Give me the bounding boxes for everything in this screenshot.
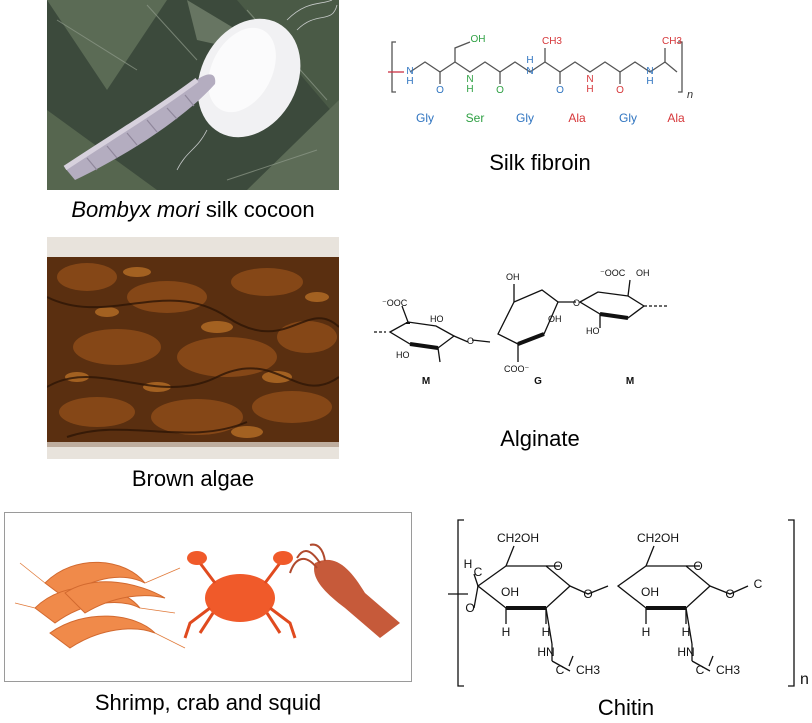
unit-label: G — [534, 376, 542, 387]
coo: OOC — [387, 298, 408, 308]
atom-h: H — [646, 76, 653, 87]
shrimp-image — [14, 561, 186, 649]
hydroxyl-group: HO — [430, 314, 444, 324]
repeat-subscript: n — [800, 671, 809, 688]
squid-image — [289, 543, 400, 638]
hydroxyl-group: OH — [501, 585, 519, 599]
alginate-structure: ⁻OOC HO HO O OH OH COO⁻ O ⁻OOC OH HO M G… — [368, 262, 708, 392]
atom-n: N — [466, 74, 473, 85]
ring-oxygen: O — [553, 559, 562, 573]
atom-n: N — [526, 66, 533, 77]
residue-label: Gly — [619, 111, 637, 125]
atom-h: H — [406, 76, 413, 87]
brown-algae-caption: Brown algae — [131, 466, 255, 491]
residue-label: Gly — [516, 111, 534, 125]
glycosidic-oxygen: O — [583, 587, 592, 601]
ring-hydrogen: H — [542, 625, 551, 639]
species-name: Bombyx mori — [71, 197, 200, 222]
ring-oxygen: O — [693, 559, 702, 573]
coo: OOC — [605, 268, 626, 278]
atom-o: O — [616, 85, 624, 96]
atom-h: H — [526, 55, 533, 66]
ring-hydrogen: H — [682, 625, 691, 639]
shellfish-caption: Shrimp, crab and squid — [94, 690, 322, 715]
ring-hydrogen: H — [464, 557, 473, 571]
atom-o: O — [436, 85, 444, 96]
hydroxyl-group: OH — [636, 268, 650, 278]
silk-fibroin-structure: N H O N H OH O N H O N H CH3 O N H CH3 n… — [380, 30, 700, 135]
silk-cocoon-photo — [47, 0, 339, 190]
methyl-group: CH3 — [716, 663, 740, 677]
unit-label: M — [626, 376, 634, 387]
carbonyl-carbon: C — [556, 663, 565, 677]
hydroxyl-group: HO — [396, 350, 410, 360]
hydroxyl-group: OH — [641, 585, 659, 599]
residue-label: Ala — [568, 111, 586, 125]
ring-hydrogen: H — [502, 625, 511, 639]
silk-cocoon-caption: Bombyx mori silk cocoon — [47, 197, 339, 223]
residue-label: Ala — [667, 111, 685, 125]
chitin-structure: CH2OH CH2OH O O O O O OH OH C C H H H H … — [448, 516, 810, 690]
atom-h: H — [586, 84, 593, 95]
glycosidic-oxygen: O — [573, 298, 580, 308]
atom-ch3: CH3 — [662, 36, 682, 47]
carboxylate-group: ⁻OOC — [600, 268, 626, 278]
amide-nh: HN — [677, 645, 694, 659]
ring-carbon: C — [474, 565, 483, 579]
ring-oxygen: O — [465, 601, 474, 615]
residue-label: Ser — [466, 111, 485, 125]
glycosidic-oxygen: O — [467, 336, 474, 346]
methyl-group: CH3 — [576, 663, 600, 677]
carboxylate-group: ⁻OOC — [382, 298, 408, 308]
shellfish-photo-frame — [4, 512, 412, 682]
caption-rest: silk cocoon — [199, 197, 315, 222]
carbonyl-carbon: C — [696, 663, 705, 677]
amide-nh: HN — [537, 645, 554, 659]
unit-label: M — [422, 376, 430, 387]
crab-image — [183, 551, 297, 639]
coo: ⁻ — [382, 298, 387, 308]
carboxylate-group: COO⁻ — [504, 364, 530, 374]
hydroxyl-group: OH — [548, 314, 562, 324]
atom-n: N — [646, 66, 653, 77]
atom-ch3: CH3 — [542, 36, 562, 47]
atom-oh: OH — [471, 34, 486, 45]
hydroxyl-group: HO — [586, 326, 600, 336]
hydroxyl-group: OH — [506, 272, 520, 282]
atom-n: N — [406, 66, 413, 77]
atom-h: H — [466, 84, 473, 95]
atom-o: O — [496, 85, 504, 96]
atom-n: N — [586, 74, 593, 85]
residue-label: Gly — [416, 111, 434, 125]
chitin-label: Chitin — [597, 695, 655, 720]
silk-fibroin-label: Silk fibroin — [489, 150, 591, 175]
ring-hydrogen: H — [642, 625, 651, 639]
ch2oh-group: CH2OH — [637, 531, 679, 545]
repeat-subscript: n — [687, 89, 693, 101]
ring-carbon: C — [754, 577, 763, 591]
coo: ⁻ — [600, 268, 605, 278]
glycosidic-oxygen: O — [725, 587, 734, 601]
brown-algae-photo — [47, 237, 339, 459]
alginate-label: Alginate — [500, 426, 580, 451]
atom-o: O — [556, 85, 564, 96]
ch2oh-group: CH2OH — [497, 531, 539, 545]
